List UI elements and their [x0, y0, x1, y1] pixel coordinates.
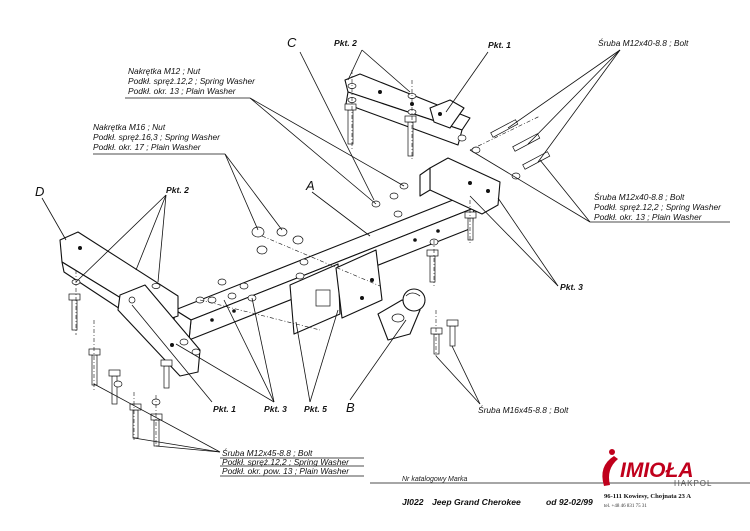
callout-bolt-bl-line1: Śruba M12x45-8.8 ; Bolt	[222, 447, 313, 458]
callout-pkt1-top: Pkt. 1	[488, 40, 511, 50]
callout-bolt-top-right: Śruba M12x40-8.8 ; Bolt	[598, 37, 689, 48]
callout-pkt1-bottom: Pkt. 1	[213, 404, 236, 414]
callout-nut12-line2: Podkł. spręż.12,2 ; Spring Washer	[128, 76, 256, 86]
callout-nut12-line3: Podkł. okr. 13 ; Plain Washer	[128, 86, 237, 96]
logo-name: IMIOŁA	[620, 459, 694, 482]
left-bracket-d	[59, 231, 201, 377]
callout-nut16-line3: Podkł. okr. 17 ; Plain Washer	[93, 142, 202, 152]
company-address: 96-111 Kowiesy, Chojnata 23 A	[604, 493, 691, 500]
callout-nut16-line1: Nakrętka M16 ; Nut	[93, 122, 166, 132]
callout-bolt-m16: Śruba M16x45-8.8 ; Bolt	[478, 404, 569, 415]
company-phone: tel. +48 46 831 75 31	[604, 504, 647, 509]
callout-bolt-mid-line2: Podkł. spręż.12,2 ; Spring Washer	[594, 202, 722, 212]
title-block: Nr katalogowy Marka JI022 Jeep Grand Che…	[370, 449, 750, 509]
imiola-logo: IMIOŁA HAKPOL 96-111 Kowiesy, Chojnata 2…	[602, 449, 712, 509]
callout-bolt-mid-line1: Śruba M12x40-8.8 ; Bolt	[594, 191, 685, 202]
callout-nut12-line1: Nakrętka M12 ; Nut	[128, 66, 201, 76]
callout-pkt3-bottom: Pkt. 3	[264, 404, 287, 414]
letter-c: C	[287, 35, 297, 50]
callout-bolt-bl-line2: Podkł. spręż.12,2 ; Spring Washer	[222, 457, 350, 467]
letter-d: D	[35, 184, 44, 199]
catalog-caption: Nr katalogowy	[402, 476, 447, 483]
callout-bolt-bl-line3: Podkł. okr. pow. 13 ; Plain Washer	[222, 466, 350, 476]
brand-caption: Marka	[448, 476, 468, 483]
right-side-bracket	[419, 157, 501, 215]
callout-pkt3-right: Pkt. 3	[560, 282, 583, 292]
callout-pkt2-left: Pkt. 2	[166, 185, 189, 195]
vehicle-model: Jeep Grand Cherokee	[432, 497, 521, 507]
callout-pkt5-bottom: Pkt. 5	[304, 404, 327, 414]
letter-a: A	[305, 178, 315, 193]
socket-plate	[289, 249, 383, 335]
callout-bolt-mid-line3: Podkł. okr. 13 ; Plain Washer	[594, 212, 703, 222]
letter-b: B	[346, 400, 355, 415]
model-years: od 92-02/99	[546, 497, 593, 507]
callout-pkt2-top: Pkt. 2	[334, 38, 357, 48]
catalog-number: JI022	[402, 497, 424, 507]
logo-swoosh-icon	[602, 456, 618, 486]
tow-ball-b	[377, 288, 426, 341]
upper-bracket-c	[344, 73, 471, 146]
callout-nut16-line2: Podkł. spręż.16,3 ; Spring Washer	[93, 132, 221, 142]
leader-lines	[41, 49, 730, 477]
logo-sub: HAKPOL	[674, 479, 712, 488]
callout-labels: C Pkt. 2 Pkt. 1 Śruba M12x40-8.8 ; Bolt …	[35, 35, 722, 476]
